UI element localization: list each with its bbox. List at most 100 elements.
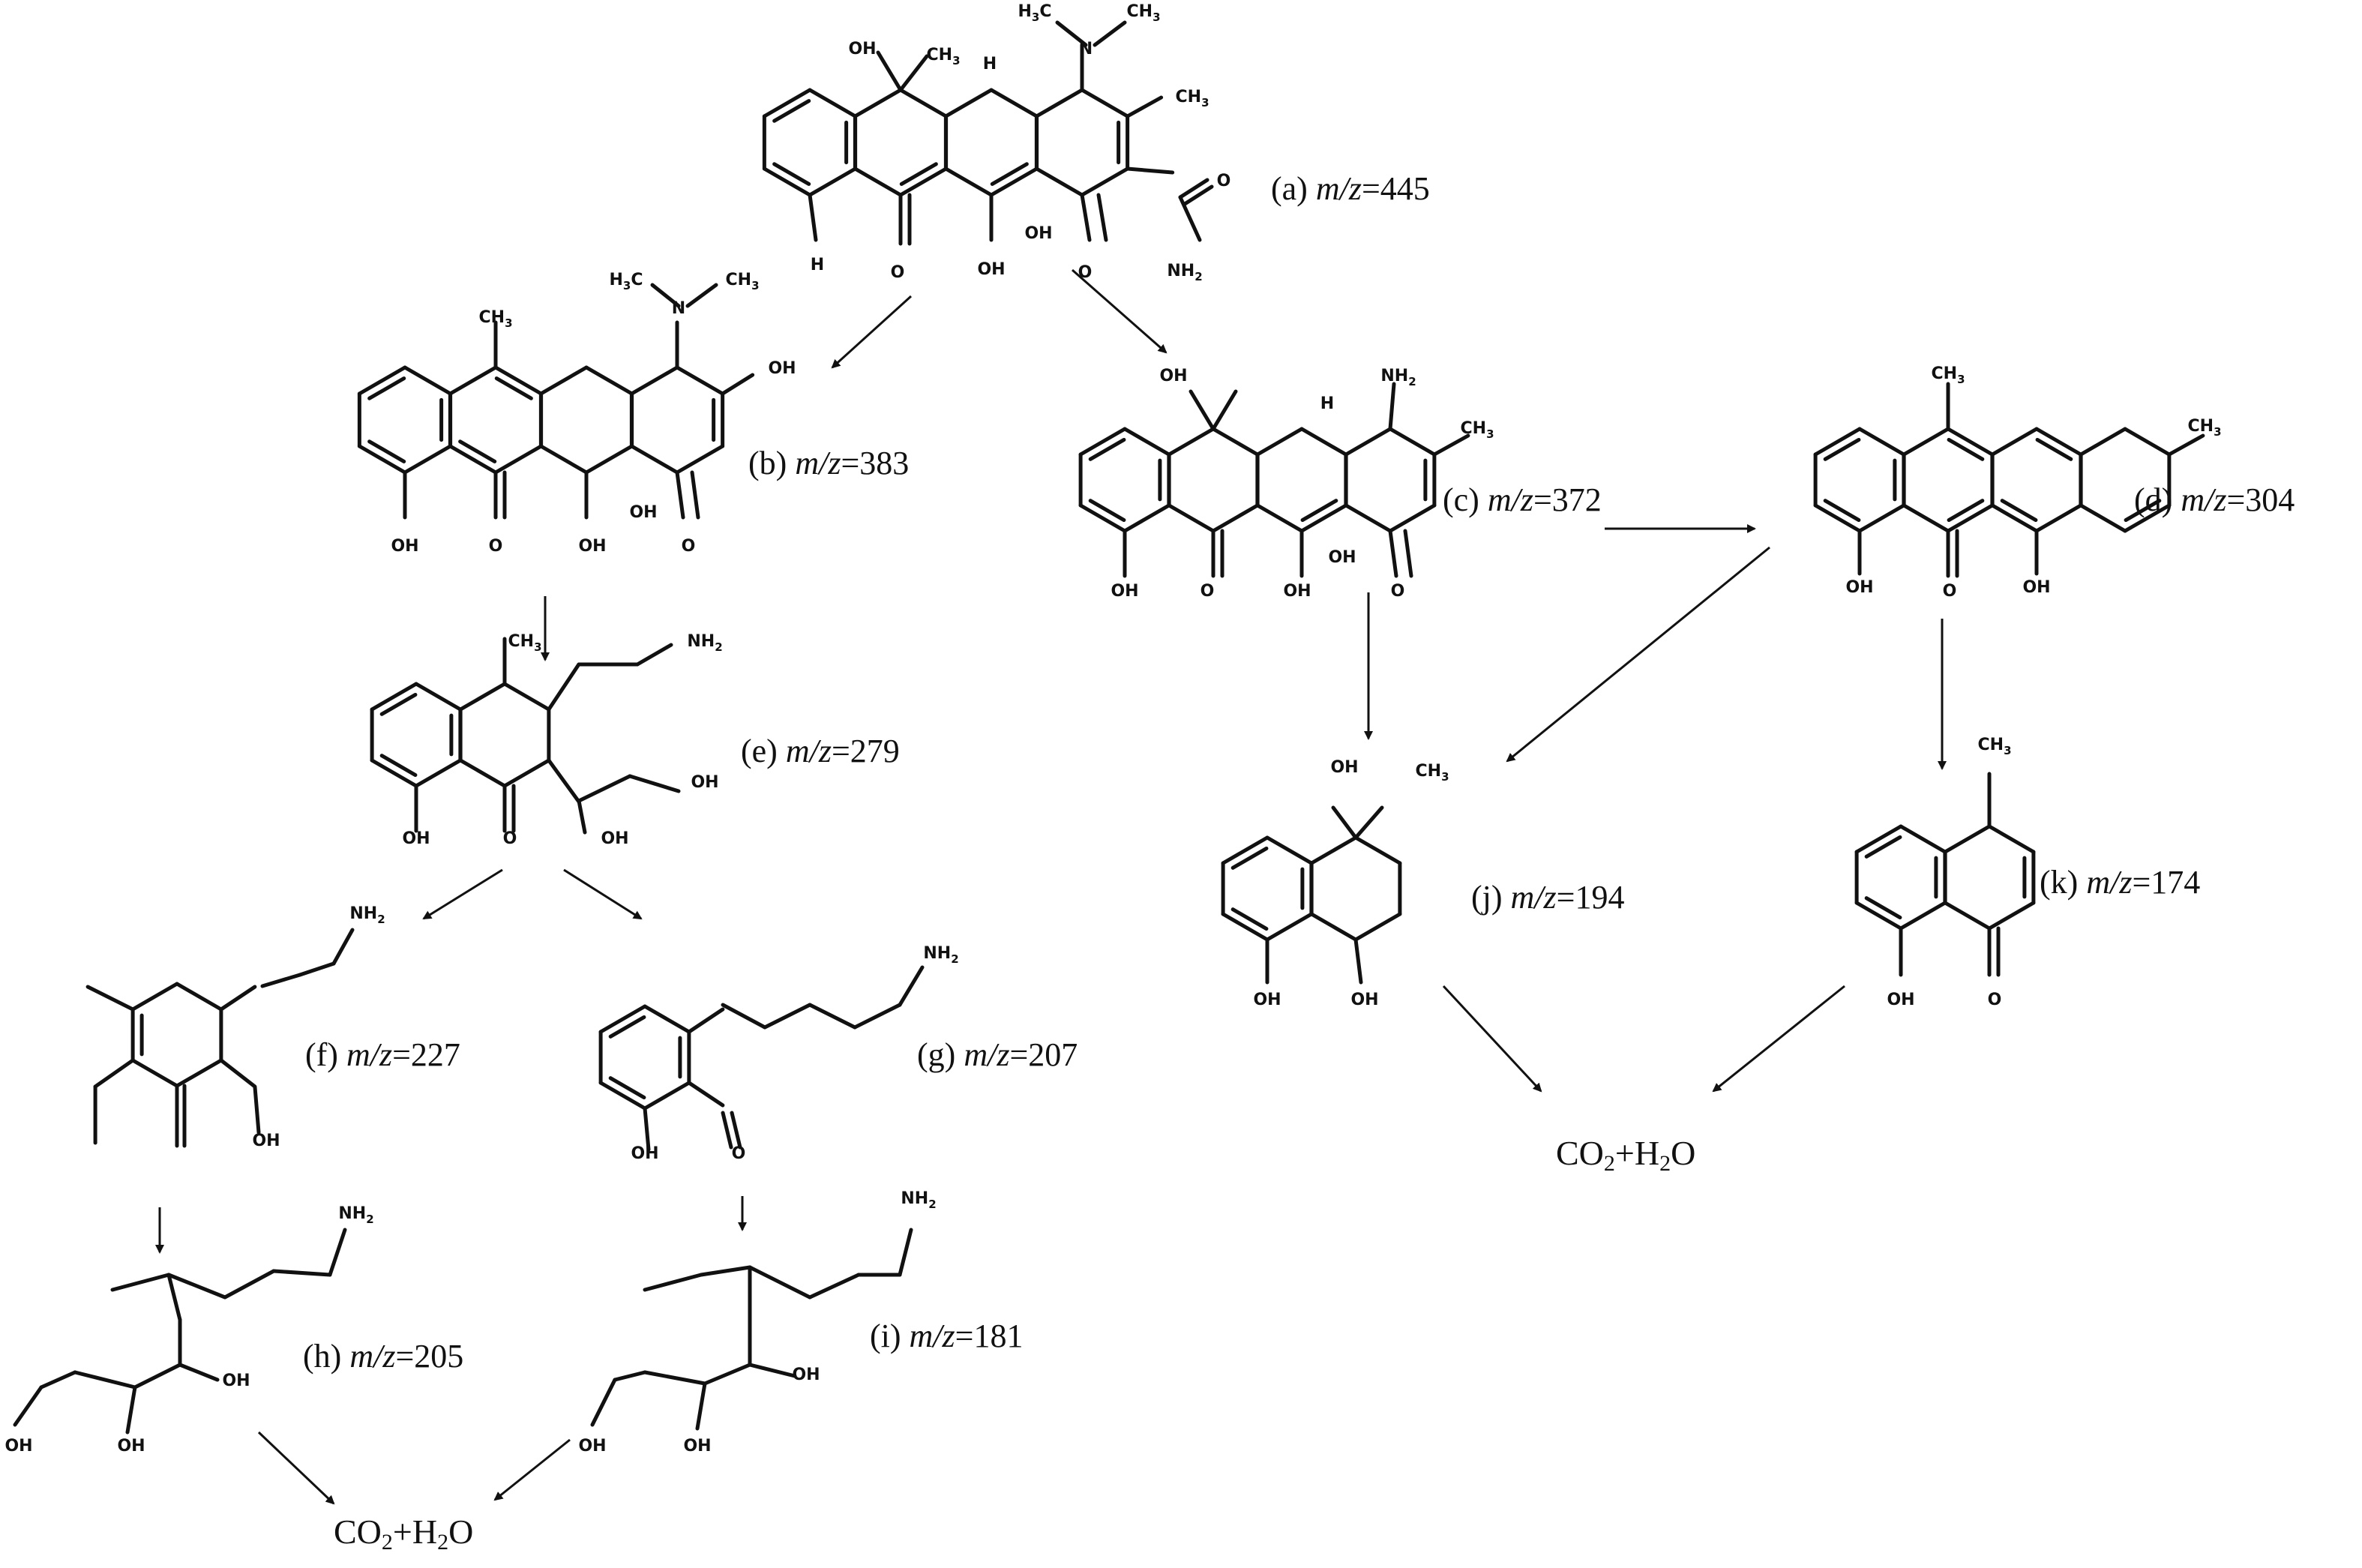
bond: [613, 1370, 647, 1382]
arrow-i-to-product: [493, 1438, 571, 1501]
bond: [1899, 824, 1947, 854]
bond: [590, 1378, 617, 1427]
bond: [133, 1363, 182, 1390]
double-bond: [494, 376, 533, 400]
label-b: (b) m/z=383: [748, 445, 910, 481]
oh-e3: OH: [402, 829, 430, 848]
bond: [598, 1081, 647, 1111]
bond: [643, 1081, 691, 1111]
bond: [1309, 912, 1358, 942]
double-bond: [1230, 907, 1269, 931]
h3c-a: H3C: [1018, 2, 1051, 24]
bond: [1388, 382, 1396, 431]
double-bond: [1947, 437, 1985, 461]
oh-b1: OH: [768, 359, 796, 378]
oh-a3: OH: [1024, 224, 1052, 243]
oh-b3: OH: [578, 537, 606, 556]
bond: [748, 1363, 797, 1378]
oh-i1: OH: [792, 1366, 820, 1384]
o-b2: O: [682, 537, 696, 556]
bond: [166, 1273, 182, 1322]
bond: [166, 1273, 227, 1300]
bond: [1255, 427, 1304, 457]
bond: [1353, 805, 1384, 840]
oh-j2: OH: [1253, 991, 1281, 1009]
nh2-c: NH2: [1380, 367, 1416, 388]
o-a2: O: [1078, 263, 1093, 282]
bond: [1126, 166, 1175, 175]
o-a1: O: [891, 263, 905, 282]
bond: [1403, 529, 1413, 578]
bond: [1221, 912, 1269, 942]
bond: [1990, 503, 2039, 533]
oh-k: OH: [1887, 991, 1914, 1009]
n-a: N: [1079, 40, 1093, 58]
bond: [1265, 912, 1314, 942]
oh-c1: OH: [1159, 367, 1187, 385]
nh2-e: NH2: [687, 632, 722, 654]
double-bond: [379, 754, 418, 778]
bond: [584, 365, 634, 396]
arrow-h-to-product: [257, 1431, 335, 1505]
bond: [577, 774, 632, 803]
bond: [125, 1385, 137, 1435]
o-b1: O: [489, 537, 503, 556]
label-j: (j) m/z=194: [1471, 879, 1625, 916]
bond: [1265, 835, 1314, 865]
bond: [85, 985, 135, 1012]
product-co2-h2o-right: CO2+H2O: [1556, 1134, 1696, 1176]
oh-c3: OH: [1283, 582, 1311, 601]
double-bond: [2035, 437, 2073, 461]
bond: [1943, 901, 1992, 931]
bond: [1078, 427, 1127, 457]
oh-b2: OH: [391, 537, 418, 556]
o-g: O: [732, 1144, 746, 1163]
bond: [989, 166, 1039, 197]
bond: [1344, 427, 1392, 457]
double-bond: [772, 162, 811, 186]
bond: [357, 365, 407, 396]
label-a: (a) m/z=445: [1271, 170, 1430, 207]
h-a2: H: [983, 55, 997, 73]
double-bond: [367, 376, 406, 400]
ch3-b2: CH3: [726, 271, 760, 292]
oh-b4: OH: [629, 503, 657, 522]
bond: [628, 774, 681, 793]
arrow-e-to-f: [422, 868, 503, 920]
bond: [989, 88, 1039, 118]
bond: [1388, 503, 1437, 533]
bond: [675, 470, 685, 520]
bond: [598, 1004, 647, 1034]
bond: [414, 682, 463, 712]
bond: [1034, 88, 1084, 118]
bond: [1123, 503, 1171, 533]
double-bond: [1300, 499, 1338, 523]
double-bond: [1088, 437, 1126, 461]
product-co2-h2o-bottom: CO2+H2O: [334, 1513, 474, 1555]
double-bond: [1230, 846, 1269, 870]
bond: [1987, 901, 2036, 931]
double-bond: [899, 162, 938, 186]
ch3-d2: CH3: [2188, 417, 2222, 439]
bond: [898, 965, 925, 1007]
bond: [643, 1273, 703, 1292]
o-k: O: [1988, 991, 2002, 1009]
bond: [1080, 193, 1092, 242]
bond: [73, 1370, 137, 1390]
nh2-h: NH2: [338, 1204, 373, 1226]
bond: [1943, 824, 1992, 854]
o-c2: O: [1391, 582, 1405, 601]
bond: [1946, 503, 1995, 533]
bond: [703, 1363, 752, 1386]
bond: [93, 1058, 135, 1089]
bond: [1221, 835, 1269, 865]
bond: [39, 1370, 77, 1390]
bond: [1126, 95, 1164, 118]
double-bond: [1947, 499, 1985, 523]
double-bond: [1864, 896, 1902, 920]
bond: [643, 1106, 651, 1152]
bond: [2079, 503, 2127, 533]
bond: [403, 444, 453, 475]
oh-i3: OH: [578, 1437, 606, 1456]
